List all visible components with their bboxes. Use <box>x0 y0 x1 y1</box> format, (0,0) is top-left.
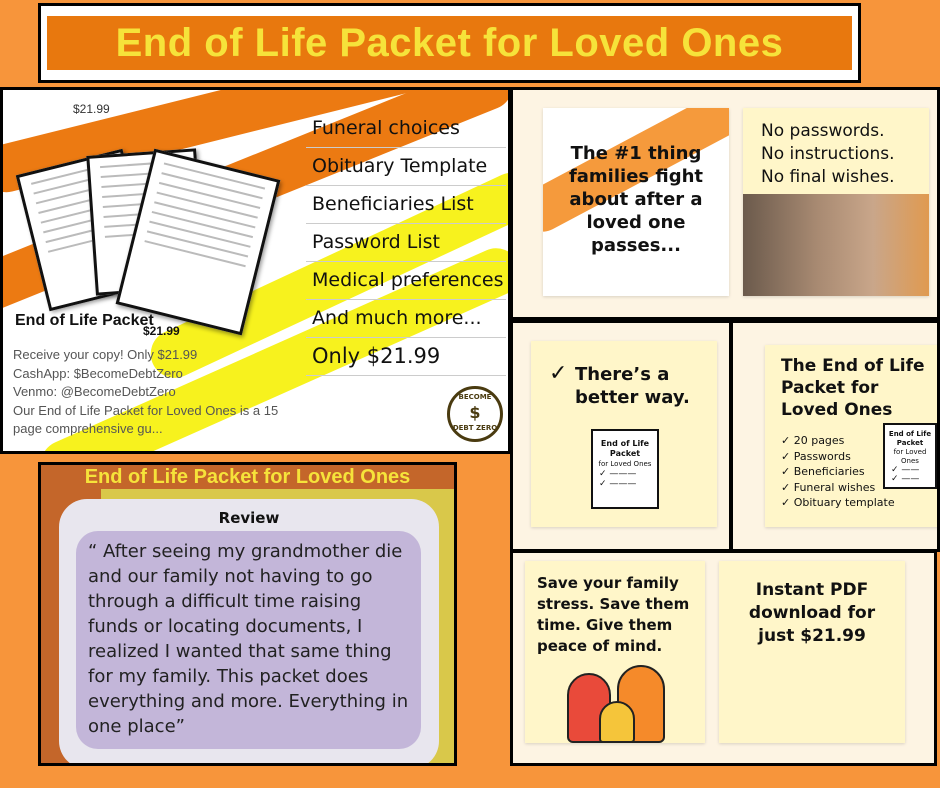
description-line: Venmo: @BecomeDebtZero <box>13 384 176 399</box>
card-better: ✓ There’s a better way. End of Life Pack… <box>531 341 717 527</box>
card-save-text: Save your family stress. Save them time.… <box>537 574 690 655</box>
offer-panel: Save your family stress. Save them time.… <box>510 550 937 766</box>
card-packet-title: The End of Life Packet for Loved Ones <box>781 356 925 420</box>
review-panel: End of Life Packet for Loved Ones Review… <box>38 462 457 766</box>
dollar-hand-icon: $ <box>469 403 481 422</box>
page-title: End of Life Packet for Loved Ones <box>115 20 784 65</box>
packet-item: ✓ Beneficiaries <box>781 465 865 478</box>
packet-item: ✓ Obituary template <box>781 496 895 509</box>
review-text: “ After seeing my grandmother die and ou… <box>76 531 421 749</box>
feature-item: Obituary Template <box>306 148 506 186</box>
card-fight: The #1 thing families fight about after … <box>543 108 729 296</box>
review-label: Review <box>218 509 280 527</box>
logo-top: BECOME <box>458 393 492 401</box>
title-banner: End of Life Packet for Loved Ones <box>38 3 861 83</box>
packet-items: ✓ 20 pages ✓ Passwords ✓ Beneficiaries ✓… <box>781 433 895 511</box>
description-line: Our End of Life Packet for Loved Ones is… <box>13 402 279 418</box>
card-no-line: No passwords. <box>761 121 885 141</box>
feature-item: Funeral choices <box>306 110 506 148</box>
feature-item: Only $21.99 <box>306 338 506 376</box>
mini-packet-subtitle: for Loved Ones <box>598 460 652 468</box>
packet-panel: The End of Life Packet for Loved Ones ✓ … <box>730 320 940 552</box>
card-better-text: There’s a better way. <box>575 364 690 408</box>
packet-item: ✓ 20 pages <box>781 434 845 447</box>
feature-item: And much more... <box>306 300 506 338</box>
mini-packet-icon: End of Life Packet for Loved Ones ✓ ———✓… <box>591 429 659 509</box>
top-price: $21.99 <box>73 102 110 116</box>
card-pdf-text: Instant PDF download for just $21.99 <box>748 580 876 646</box>
packet-item: ✓ Funeral wishes <box>781 480 876 494</box>
mini-packet-icon: End of Life Packet for Loved Ones ✓ ——✓ … <box>883 423 937 489</box>
description-line: Receive your copy! Only $21.99 <box>13 347 198 362</box>
family-illustration <box>599 701 635 743</box>
card-fight-text: The #1 thing families fight about after … <box>568 143 704 256</box>
description-line: page comprehensive gu... <box>13 421 163 436</box>
mini-packet-subtitle: for Loved Ones <box>893 448 927 465</box>
mini-packet-title: End of Life Packet <box>600 439 650 458</box>
review-header: End of Life Packet for Loved Ones <box>41 465 454 489</box>
card-save: Save your family stress. Save them time.… <box>525 561 705 743</box>
description-line: CashApp: $BecomeDebtZero <box>13 365 183 381</box>
stressed-family-photo <box>743 194 929 296</box>
mini-packet-title: End of Life Packet <box>888 430 932 447</box>
card-pdf: Instant PDF download for just $21.99 <box>719 561 905 743</box>
packet-price: $21.99 <box>143 324 180 338</box>
feature-list: Funeral choices Obituary Template Benefi… <box>306 110 506 376</box>
better-way-panel: ✓ There’s a better way. End of Life Pack… <box>510 320 732 552</box>
card-no: No passwords. No instructions. No final … <box>743 108 929 296</box>
become-debt-zero-logo: BECOME $ DEBT ZERO <box>447 386 503 442</box>
card-no-line: No final wishes. <box>761 167 895 187</box>
feature-item: Medical preferences <box>306 262 506 300</box>
product-panel: $21.99 End of Life Packet $21.99 Receive… <box>0 87 511 454</box>
card-no-line: No instructions. <box>761 144 895 164</box>
feature-item: Beneficiaries List <box>306 186 506 224</box>
feature-item: Password List <box>306 224 506 262</box>
description: Receive your copy! Only $21.99 CashApp: … <box>13 346 303 439</box>
packet-item: ✓ Passwords <box>781 449 851 463</box>
title-band: End of Life Packet for Loved Ones <box>47 16 852 70</box>
card-packet: The End of Life Packet for Loved Ones ✓ … <box>765 345 937 527</box>
check-icon: ✓ <box>549 361 568 386</box>
problem-panel: The #1 thing families fight about after … <box>510 87 940 320</box>
logo-bottom: DEBT ZERO <box>452 424 498 432</box>
packet-label: End of Life Packet <box>15 312 154 329</box>
